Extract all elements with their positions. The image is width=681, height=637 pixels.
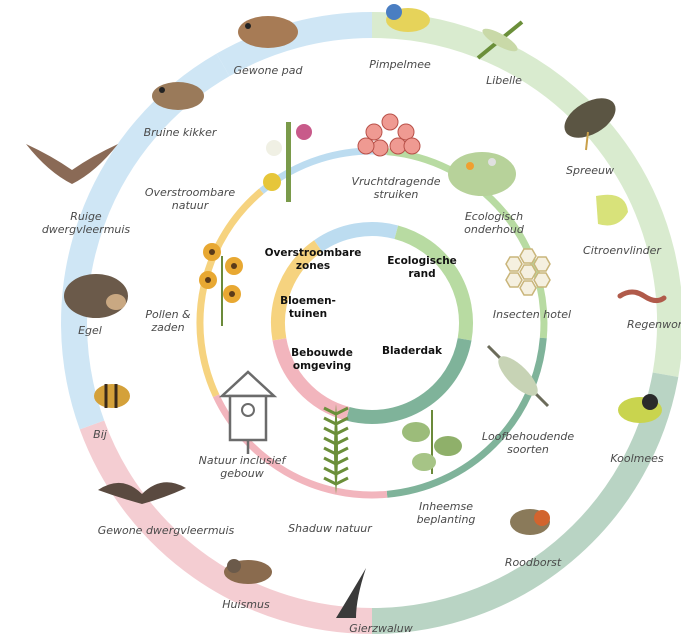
outer-label-6-line: Koolmees bbox=[610, 452, 664, 465]
outer-label-14: Bruine kikker bbox=[144, 126, 218, 139]
core-ring-segment-green bbox=[396, 232, 466, 339]
outer-label-10-line: Gewone dwergvleermuis bbox=[98, 524, 235, 537]
middle-label-6-line: Shaduw natuur bbox=[288, 522, 373, 535]
core-label-3-line: Bebouwde bbox=[291, 347, 353, 359]
middle-label-8-line: Pollen & bbox=[145, 308, 191, 321]
middle-label-5: Inheemsebeplanting bbox=[417, 500, 476, 526]
outer-label-10: Gewone dwergvleermuis bbox=[98, 524, 235, 537]
outer-label-9: Huismus bbox=[222, 598, 270, 611]
middle-label-1-line: Vruchtdragende bbox=[351, 175, 440, 188]
core-label-0: Overstroombarezones bbox=[265, 247, 362, 272]
outer-label-3-line: Spreeuw bbox=[566, 164, 614, 177]
outer-label-7: Roodborst bbox=[505, 556, 562, 569]
toad-icon bbox=[238, 16, 298, 48]
outer-label-5-line: Regenworm bbox=[627, 318, 681, 331]
outer-label-4: Citroenvlinder bbox=[583, 244, 662, 257]
middle-label-8: Pollen &zaden bbox=[145, 308, 191, 334]
middle-label-3-line: Insecten hotel bbox=[493, 308, 571, 321]
outer-ring-segment-blue-2 bbox=[74, 65, 223, 425]
middle-label-0-line: Overstroombare bbox=[145, 186, 235, 199]
middle-label-7-line: Natuur inclusief bbox=[199, 454, 288, 467]
outer-label-3: Spreeuw bbox=[566, 164, 614, 177]
core-label-1-line: rand bbox=[408, 268, 435, 280]
birdhouse-icon bbox=[222, 372, 274, 454]
outer-label-14-line: Bruine kikker bbox=[144, 126, 218, 139]
middle-label-7-line: gebouw bbox=[220, 467, 263, 480]
outer-label-7-line: Roodborst bbox=[505, 556, 562, 569]
middle-label-8-line: zaden bbox=[150, 321, 184, 334]
hedgehog-icon bbox=[64, 274, 128, 318]
frog-icon bbox=[152, 82, 204, 110]
middle-label-1-line: struiken bbox=[374, 188, 419, 201]
outer-label-4-line: Citroenvlinder bbox=[583, 244, 662, 257]
great-tit-icon bbox=[618, 394, 662, 423]
core-label-2: Bladerdak bbox=[382, 345, 443, 357]
middle-label-4-line: Loofbehoudende bbox=[482, 430, 575, 443]
outer-label-11: Bij bbox=[93, 428, 108, 441]
outer-label-9-line: Huismus bbox=[222, 598, 270, 611]
middle-label-4-line: soorten bbox=[507, 443, 549, 456]
middle-label-2: Ecologischonderhoud bbox=[464, 210, 525, 236]
bee-icon bbox=[94, 384, 130, 408]
outer-label-1-line: Pimpelmee bbox=[369, 58, 431, 71]
core-label-2-line: Bladerdak bbox=[382, 345, 443, 357]
meadow-plants-icon bbox=[448, 152, 516, 196]
sparrow-icon bbox=[224, 559, 272, 584]
outer-label-0-line: Gewone pad bbox=[234, 64, 304, 77]
blue-tit-icon bbox=[386, 4, 430, 32]
core-ring-segment-blue bbox=[318, 229, 396, 246]
outer-label-2-line: Libelle bbox=[486, 74, 522, 87]
native-plant-icon bbox=[402, 410, 462, 474]
outer-label-0: Gewone pad bbox=[234, 64, 304, 77]
middle-label-2-line: Ecologisch bbox=[465, 210, 523, 223]
middle-label-1: Vruchtdragendestruiken bbox=[351, 175, 440, 201]
core-label-4-line: tuinen bbox=[289, 308, 327, 320]
core-label-1-line: Ecologische bbox=[387, 255, 457, 267]
core-label-4-line: Bloemen- bbox=[280, 295, 336, 307]
outer-label-12: Egel bbox=[78, 324, 102, 337]
sunflowers-icon bbox=[199, 243, 243, 326]
outer-label-11-line: Bij bbox=[93, 428, 108, 441]
outer-label-5: Regenworm bbox=[627, 318, 681, 331]
core-label-4: Bloemen-tuinen bbox=[280, 295, 336, 320]
middle-label-5-line: Inheemse bbox=[419, 500, 473, 513]
core-label-0-line: zones bbox=[296, 260, 330, 272]
middle-label-2-line: onderhoud bbox=[464, 223, 525, 236]
outer-label-12-line: Egel bbox=[78, 324, 102, 337]
butterfly-icon bbox=[596, 195, 628, 226]
outer-label-1: Pimpelmee bbox=[369, 58, 431, 71]
core-label-0-line: Overstroombare bbox=[265, 247, 362, 259]
outer-label-6: Koolmees bbox=[610, 452, 664, 465]
middle-label-0-line: natuur bbox=[172, 199, 210, 212]
middle-label-0: Overstroombarenatuur bbox=[145, 186, 235, 212]
robin-icon bbox=[510, 509, 550, 535]
core-label-3-line: omgeving bbox=[293, 360, 351, 372]
outer-label-13-line: Ruige bbox=[70, 210, 102, 223]
outer-label-13: Ruigedwergvleermuis bbox=[42, 210, 131, 236]
outer-label-2: Libelle bbox=[486, 74, 522, 87]
middle-label-5-line: beplanting bbox=[417, 513, 476, 526]
middle-label-3: Insecten hotel bbox=[493, 308, 571, 321]
middle-label-6: Shaduw natuur bbox=[288, 522, 373, 535]
outer-label-8-line: Gierzwaluw bbox=[349, 622, 412, 635]
outer-label-8: Gierzwaluw bbox=[349, 622, 412, 635]
core-label-3: Bebouwdeomgeving bbox=[291, 347, 353, 372]
outer-label-13-line: dwergvleermuis bbox=[42, 223, 131, 236]
